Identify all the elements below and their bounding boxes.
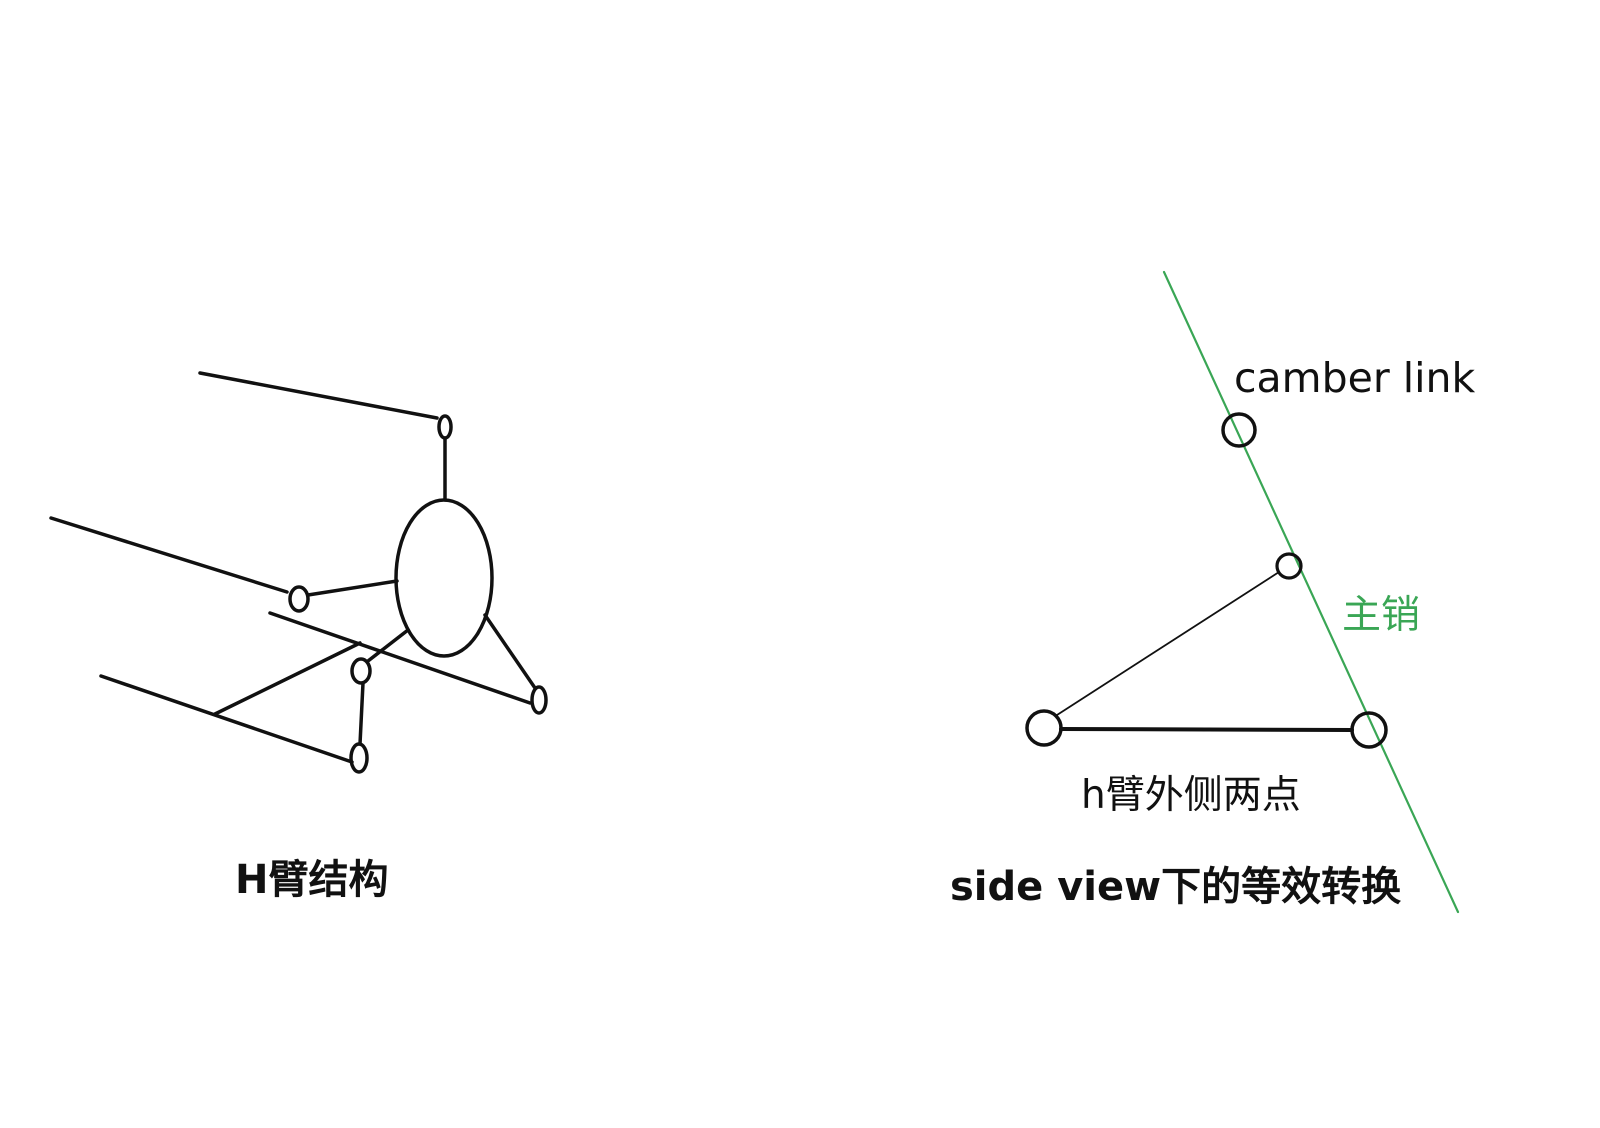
h-arm-inner-joint (350, 657, 372, 685)
h-arm-upper-rail (268, 611, 532, 705)
inner-joint-to-lower-joint (358, 681, 365, 746)
right-diagram-caption: side view下的等效转换 (950, 864, 1401, 910)
h-arm-outer-points-label: h臂外侧两点 (1081, 773, 1301, 818)
middle-link-arm (49, 516, 289, 594)
middle-link-joint (288, 585, 310, 613)
equivalent-diagonal-link (1056, 571, 1280, 716)
h-arm-outer-joint-lower (349, 742, 369, 774)
side-view-equivalent-sketch: camber link 主销 h臂外侧两点 side view下的等效转换 (950, 270, 1476, 914)
left-diagram-caption: H臂结构 (235, 857, 388, 903)
kingpin-axis-line (1162, 270, 1460, 914)
upper-link-arm (198, 371, 439, 420)
h-arm-left-point (1025, 709, 1063, 747)
camber-link-point (1221, 412, 1257, 448)
h-arm-lower-rail (99, 674, 354, 764)
upright-to-right-joint (483, 613, 537, 690)
h-arm-cross-member (213, 641, 362, 716)
inner-joint-to-upright (366, 628, 410, 663)
upright-ellipse (394, 498, 494, 658)
upper-link-joint (437, 414, 453, 440)
middle-link-to-upright (306, 579, 399, 597)
equivalent-horizontal-link (1059, 727, 1354, 732)
h-arm-upper-point (1275, 552, 1303, 580)
camber-link-label: camber link (1234, 354, 1476, 402)
h-arm-structure-sketch: H臂结构 (49, 371, 548, 903)
h-arm-outer-joint-right (530, 685, 548, 715)
kingpin-label: 主销 (1342, 593, 1420, 638)
